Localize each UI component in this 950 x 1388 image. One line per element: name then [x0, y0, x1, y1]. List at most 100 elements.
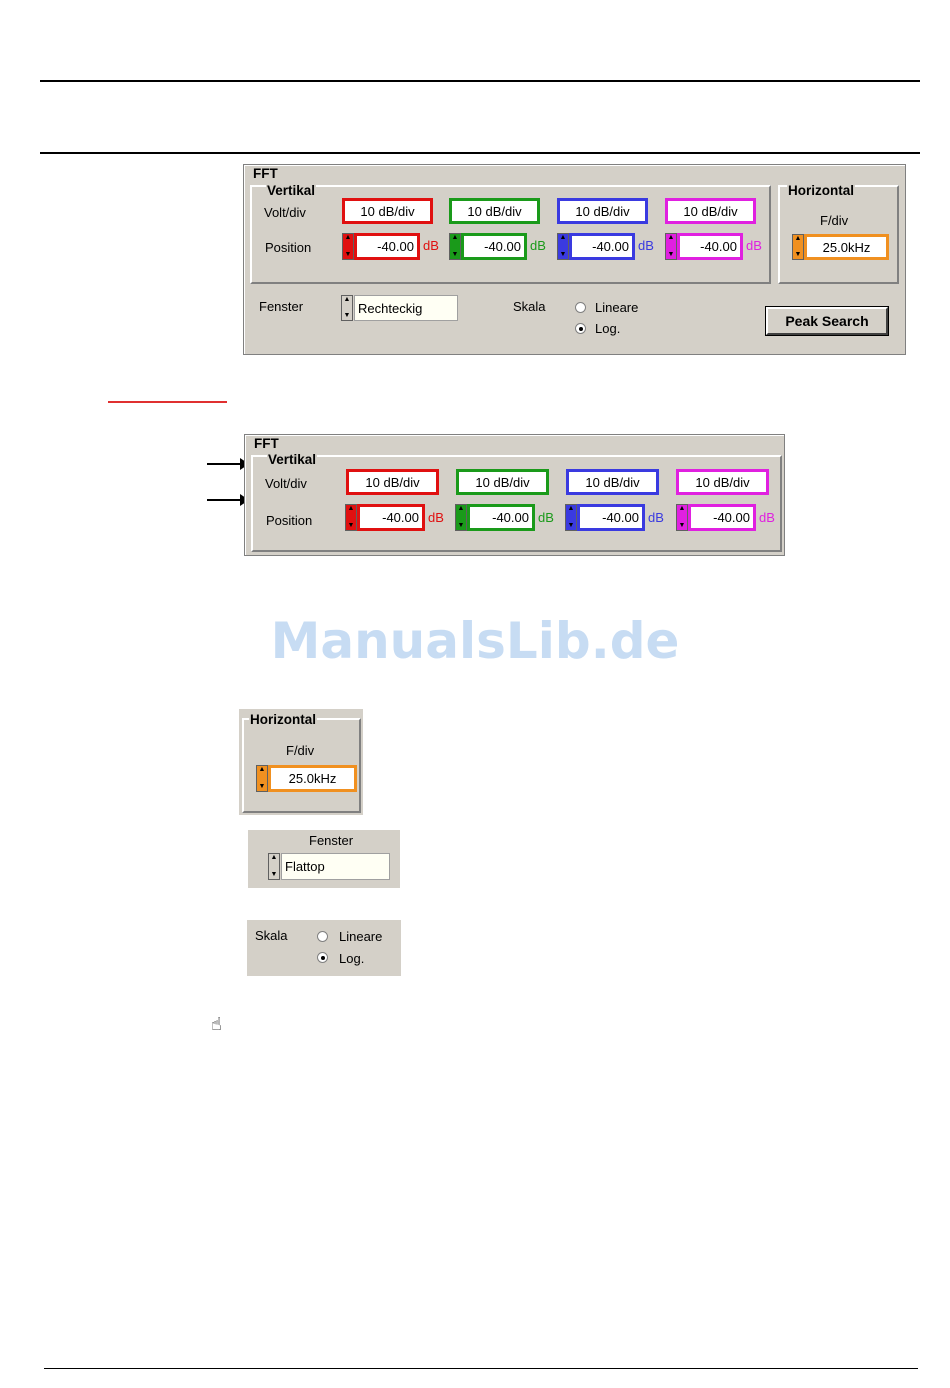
vp-ch3-position-spinner[interactable]: ▲▼ — [565, 504, 577, 531]
up-arrow-icon: ▲ — [559, 234, 567, 241]
horizontal-panel-spinner[interactable]: ▲▼ — [256, 765, 268, 792]
down-arrow-icon: ▼ — [343, 312, 351, 319]
scale-linear-label[interactable]: Lineare — [595, 300, 639, 315]
position-label: Position — [265, 240, 312, 255]
up-arrow-icon: ▲ — [343, 296, 351, 303]
ch4-position-field[interactable]: -40.00 — [677, 233, 743, 260]
vertical-panel-fft-title: FFT — [254, 436, 279, 451]
vp-ch1-volt-div-field[interactable]: 10 dB/div — [346, 469, 439, 495]
horizontal-panel: Horizontal F/div ▲▼ 25.0kHz — [238, 708, 363, 815]
vp-ch3-volt-div-field[interactable]: 10 dB/div — [566, 469, 659, 495]
scale-panel-linear-radio[interactable] — [317, 931, 328, 942]
ch1-position-field[interactable]: -40.00 — [354, 233, 420, 260]
peak-search-button[interactable]: Peak Search — [765, 306, 889, 336]
ch3-unit-label: dB — [638, 238, 654, 253]
vp-ch3-position-field[interactable]: -40.00 — [577, 504, 645, 531]
footer-rule — [44, 1368, 918, 1369]
f-div-spinner[interactable]: ▲▼ — [792, 234, 804, 260]
scale-panel-log-radio[interactable] — [317, 952, 328, 963]
vp-ch4-position-spinner[interactable]: ▲▼ — [676, 504, 688, 531]
vertical-panel-group — [251, 455, 782, 552]
fft-panel-title: FFT — [253, 166, 278, 181]
scale-label: Skala — [513, 299, 546, 314]
header-bottom-rule — [40, 152, 920, 154]
header-top-rule — [40, 80, 920, 82]
vp-ch1-position-field[interactable]: -40.00 — [357, 504, 425, 531]
ch3-volt-div-field[interactable]: 10 dB/div — [557, 198, 648, 224]
up-arrow-icon: ▲ — [794, 235, 802, 242]
down-arrow-icon: ▼ — [457, 522, 465, 529]
up-arrow-icon: ▲ — [270, 854, 278, 861]
down-arrow-icon: ▼ — [258, 783, 266, 790]
ch1-volt-div-field[interactable]: 10 dB/div — [342, 198, 433, 224]
scale-linear-radio[interactable] — [575, 302, 586, 313]
ch4-unit-label: dB — [746, 238, 762, 253]
vp-ch4-volt-div-field[interactable]: 10 dB/div — [676, 469, 769, 495]
ch4-position-spinner[interactable]: ▲▼ — [665, 233, 677, 260]
vp-ch4-unit-label: dB — [759, 510, 775, 525]
arrow-right-icon — [207, 494, 249, 506]
window-panel-spinner[interactable]: ▲▼ — [268, 853, 280, 880]
down-arrow-icon: ▼ — [559, 251, 567, 258]
vp-ch1-position-spinner[interactable]: ▲▼ — [345, 504, 357, 531]
f-div-label: F/div — [820, 213, 849, 228]
scale-log-label[interactable]: Log. — [595, 321, 621, 336]
down-arrow-icon: ▼ — [678, 522, 686, 529]
up-arrow-icon: ▲ — [667, 234, 675, 241]
ch2-volt-div-field[interactable]: 10 dB/div — [449, 198, 540, 224]
up-arrow-icon: ▲ — [678, 505, 686, 512]
vertical-panel-position-label: Position — [266, 513, 313, 528]
vp-ch2-position-spinner[interactable]: ▲▼ — [455, 504, 467, 531]
window-select[interactable]: Rechteckig — [354, 295, 458, 321]
vp-ch2-position-field[interactable]: -40.00 — [467, 504, 535, 531]
ch3-position-field[interactable]: -40.00 — [569, 233, 635, 260]
vp-ch3-unit-label: dB — [648, 510, 664, 525]
ch2-position-spinner[interactable]: ▲▼ — [449, 233, 461, 260]
vertical-group — [250, 185, 771, 284]
ch4-volt-div-field[interactable]: 10 dB/div — [665, 198, 756, 224]
horizontal-panel-f-div-label: F/div — [286, 743, 315, 758]
link-underline — [108, 401, 227, 403]
down-arrow-icon: ▼ — [567, 522, 575, 529]
ch2-position-field[interactable]: -40.00 — [461, 233, 527, 260]
horizontal-panel-f-div-field[interactable]: 25.0kHz — [268, 765, 357, 792]
window-panel-label: Fenster — [309, 833, 354, 848]
scale-panel-label: Skala — [255, 928, 288, 943]
down-arrow-icon: ▼ — [451, 251, 459, 258]
vp-ch2-unit-label: dB — [538, 510, 554, 525]
horizontal-panel-title: Horizontal — [249, 712, 317, 727]
arrow-right-icon — [207, 458, 249, 470]
up-arrow-icon: ▲ — [451, 234, 459, 241]
ch3-position-spinner[interactable]: ▲▼ — [557, 233, 569, 260]
vertical-panel-volt-div-label: Volt/div — [265, 476, 307, 491]
down-arrow-icon: ▼ — [344, 251, 352, 258]
down-arrow-icon: ▼ — [794, 251, 802, 258]
window-panel: Fenster ▲▼ Flattop — [248, 830, 400, 888]
vp-ch1-unit-label: dB — [428, 510, 444, 525]
vp-ch2-volt-div-field[interactable]: 10 dB/div — [456, 469, 549, 495]
window-spinner[interactable]: ▲▼ — [341, 295, 353, 321]
vertical-panel: FFT Vertikal Volt/div Position 10 dB/div… — [244, 434, 785, 556]
window-panel-select[interactable]: Flattop — [281, 853, 390, 880]
vertical-panel-title: Vertikal — [267, 452, 318, 467]
scale-log-radio[interactable] — [575, 323, 586, 334]
f-div-field[interactable]: 25.0kHz — [804, 234, 889, 260]
volt-div-label: Volt/div — [264, 205, 306, 220]
down-arrow-icon: ▼ — [270, 871, 278, 878]
ch1-position-spinner[interactable]: ▲▼ — [342, 233, 354, 260]
scale-panel-linear-label[interactable]: Lineare — [339, 929, 383, 944]
scale-panel: Skala Lineare Log. — [247, 920, 401, 976]
vp-ch4-position-field[interactable]: -40.00 — [688, 504, 756, 531]
ch1-unit-label: dB — [423, 238, 439, 253]
watermark: ManualsLib.de — [270, 612, 680, 670]
ch2-unit-label: dB — [530, 238, 546, 253]
down-arrow-icon: ▼ — [667, 251, 675, 258]
pointing-hand-icon: ☝ — [211, 1014, 222, 1035]
up-arrow-icon: ▲ — [347, 505, 355, 512]
up-arrow-icon: ▲ — [567, 505, 575, 512]
window-label: Fenster — [259, 299, 304, 314]
scale-panel-log-label[interactable]: Log. — [339, 951, 365, 966]
fft-panel: FFT Vertikal Volt/div Position 10 dB/div… — [243, 164, 906, 355]
horizontal-group-title: Horizontal — [787, 183, 855, 198]
up-arrow-icon: ▲ — [457, 505, 465, 512]
